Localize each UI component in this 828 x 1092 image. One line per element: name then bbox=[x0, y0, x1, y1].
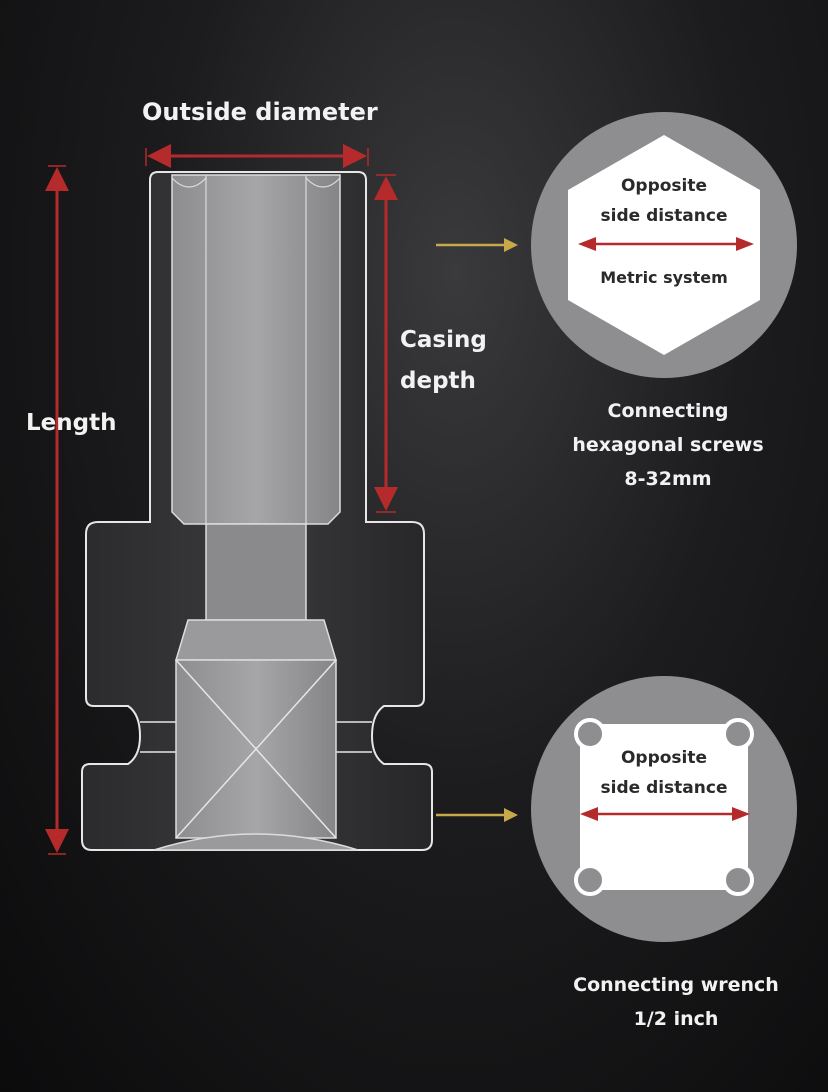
hex-desc-line3: 8-32mm bbox=[624, 468, 712, 490]
hex-bit bbox=[171, 174, 341, 621]
hex-desc-line2: hexagonal screws bbox=[572, 434, 764, 456]
square-opposite-label-line1: Opposite bbox=[620, 748, 708, 768]
arrow-to-hex-detail bbox=[436, 238, 518, 252]
square-opposite-arrow bbox=[580, 807, 750, 821]
wrench-description: Connecting wrench 1/2 inch bbox=[548, 968, 804, 1036]
dimension-casing-depth bbox=[374, 174, 398, 513]
hex-desc-line1: Connecting bbox=[607, 400, 729, 422]
casing-depth-line1: Casing bbox=[400, 327, 487, 353]
wrench-desc-line2: 1/2 inch bbox=[633, 1008, 719, 1030]
casing-depth-line2: depth bbox=[400, 368, 476, 394]
arrow-to-wrench-detail bbox=[436, 808, 518, 822]
outside-diameter-label: Outside diameter bbox=[142, 98, 378, 126]
length-label: Length bbox=[26, 410, 117, 436]
hex-opposite-label-line2: side distance bbox=[600, 206, 728, 226]
square-drive bbox=[153, 619, 359, 851]
square-opposite-label-line2: side distance bbox=[600, 778, 728, 798]
casing-depth-label: Casing depth bbox=[400, 320, 487, 402]
square-socket-shape bbox=[580, 724, 748, 890]
hex-opposite-arrow bbox=[578, 237, 754, 251]
hex-detail-circle bbox=[531, 112, 797, 378]
dimension-length bbox=[45, 165, 69, 855]
hex-opposite-label-line1: Opposite bbox=[620, 176, 708, 196]
wrench-detail-circle bbox=[531, 676, 797, 942]
wrench-desc-line1: Connecting wrench bbox=[573, 974, 779, 996]
metric-system-label: Metric system bbox=[600, 268, 728, 287]
hex-description: Connecting hexagonal screws 8-32mm bbox=[548, 394, 788, 496]
dimension-outside-diameter bbox=[145, 144, 369, 168]
